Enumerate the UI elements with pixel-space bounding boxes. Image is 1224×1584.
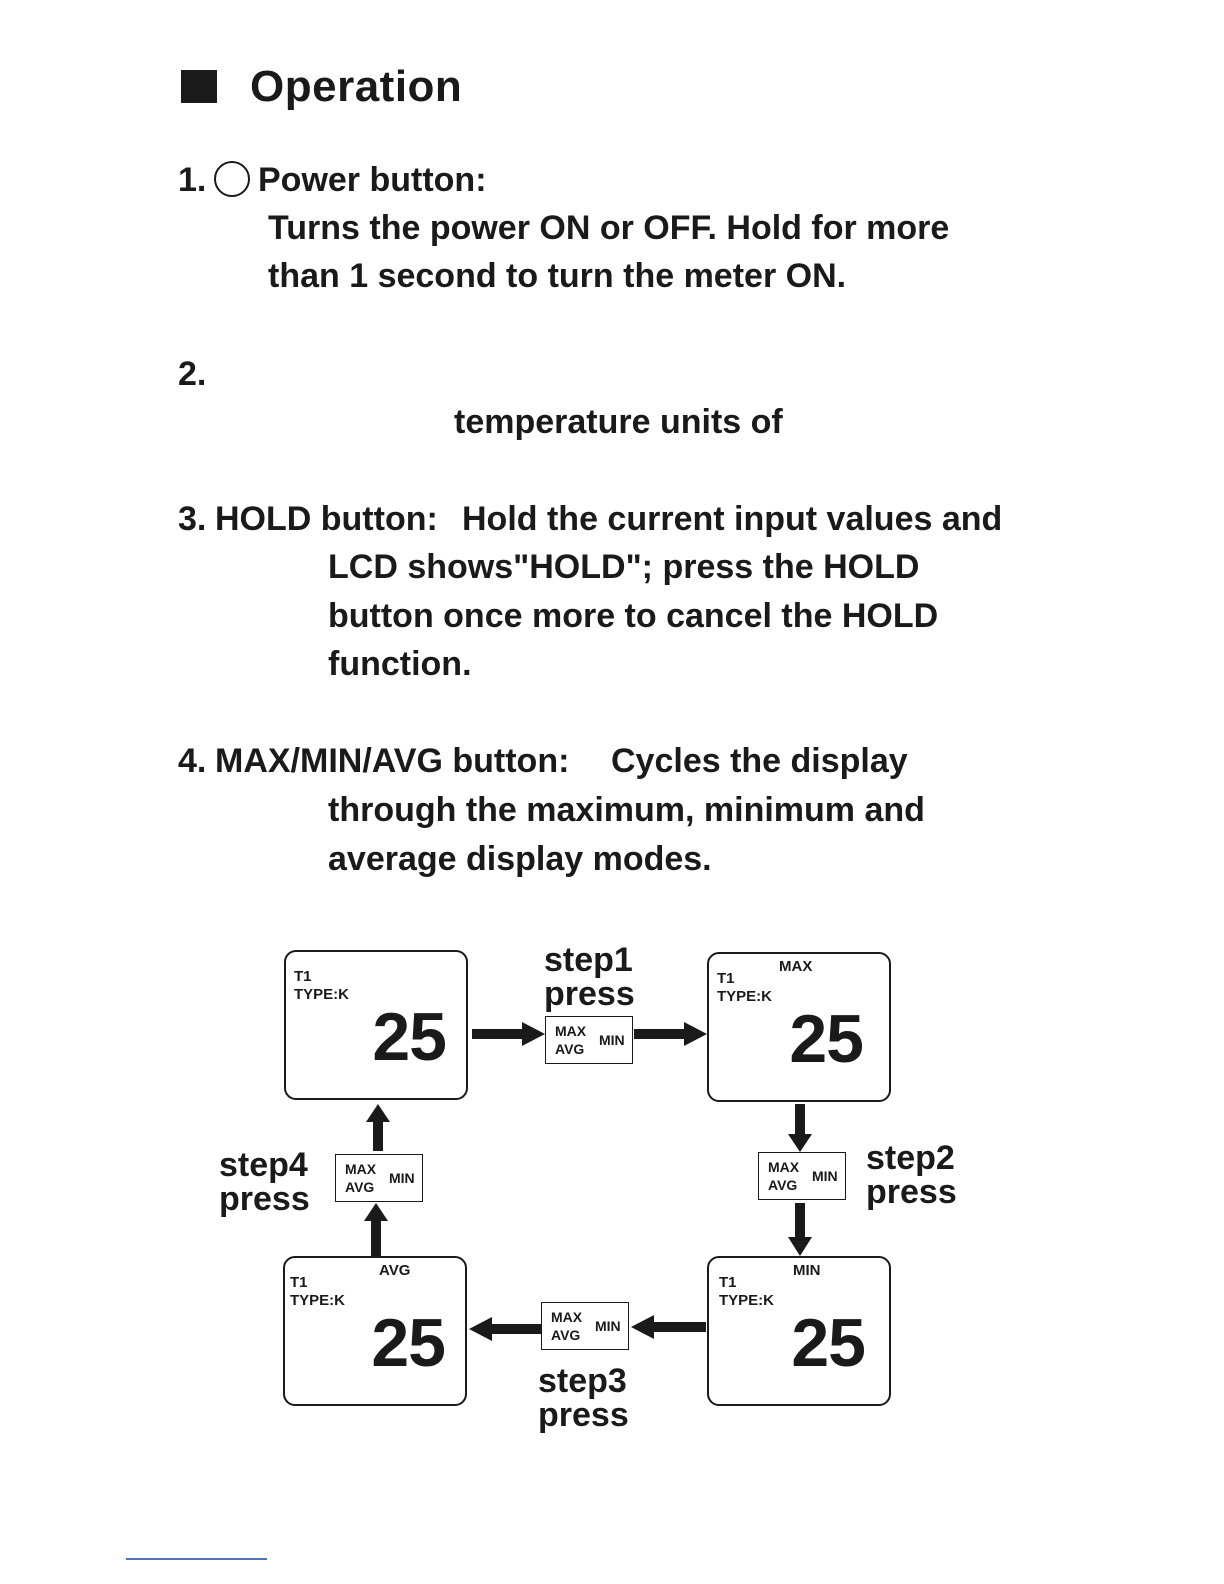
item-2-desc-line2: temperature units of (454, 403, 783, 441)
lcd-type-label: TYPE:K (290, 1292, 346, 1309)
step3-label: step3 press (538, 1364, 629, 1432)
footer-rule (126, 1558, 267, 1560)
button-max-label: MAX (768, 1159, 800, 1175)
button-min-label: MIN (599, 1032, 625, 1048)
maxminavg-button-step1: MAX AVG MIN (545, 1016, 633, 1064)
lcd-mode-label: MAX (779, 958, 813, 975)
button-avg-label: AVG (551, 1327, 581, 1343)
item-2-number: 2. (178, 355, 207, 393)
maxminavg-button-step4: MAX AVG MIN (335, 1154, 423, 1202)
step1-label: step1 press (544, 943, 635, 1011)
step3-name: step3 (538, 1362, 627, 1400)
lcd-mode-label: MIN (793, 1262, 821, 1279)
lcd-display-min: MIN T1 TYPE:K 25 (707, 1256, 891, 1406)
item-3-desc-line2: LCD shows"HOLD"; press the HOLD (328, 548, 920, 586)
heading-bullet-icon (181, 70, 217, 103)
arrow-up-icon (366, 1104, 390, 1151)
step2-press: press (866, 1173, 957, 1211)
item-4-desc-line3: average display modes. (328, 840, 712, 878)
item-4-desc-line2: through the maximum, minimum and (328, 791, 925, 829)
arrow-left-icon (631, 1315, 706, 1339)
item-4-label: MAX/MIN/AVG button: (215, 742, 570, 780)
maxminavg-button-step3: MAX AVG MIN (541, 1302, 629, 1350)
lcd-value: 25 (789, 1001, 864, 1077)
lcd-mode-label: AVG (379, 1262, 411, 1279)
maxminavg-button-step2: MAX AVG MIN (758, 1152, 846, 1200)
lcd-display-normal: T1 TYPE:K 25 (284, 950, 468, 1100)
arrow-up-icon (364, 1203, 388, 1256)
item-3-desc-line1: Hold the current input values and (462, 500, 1003, 538)
item-3-desc-line3: button once more to cancel the HOLD (328, 597, 939, 635)
arrow-left-icon (469, 1317, 542, 1341)
lcd-type-label: TYPE:K (294, 986, 350, 1003)
arrow-right-icon (634, 1022, 707, 1046)
lcd-channel-label: T1 (719, 1274, 737, 1291)
button-max-label: MAX (345, 1161, 377, 1177)
step2-label: step2 press (866, 1141, 957, 1209)
lcd-channel-label: T1 (290, 1274, 308, 1291)
power-circle-icon (214, 161, 250, 197)
button-avg-label: AVG (555, 1041, 585, 1057)
step1-press: press (544, 975, 635, 1013)
item-1-desc-line2: than 1 second to turn the meter ON. (268, 257, 847, 295)
item-1-desc-line1: Turns the power ON or OFF. Hold for more (268, 209, 950, 247)
arrow-right-icon (472, 1022, 545, 1046)
arrow-down-icon (788, 1104, 812, 1152)
item-1-number: 1. (178, 161, 207, 199)
lcd-type-label: TYPE:K (717, 988, 773, 1005)
step4-press: press (219, 1180, 310, 1218)
lcd-display-avg: AVG T1 TYPE:K 25 (283, 1256, 467, 1406)
lcd-value: 25 (791, 1305, 866, 1381)
lcd-channel-label: T1 (717, 970, 735, 987)
arrow-down-icon (788, 1203, 812, 1256)
item-3-desc-line4: function. (328, 645, 472, 683)
item-3-label: HOLD button: (215, 500, 438, 538)
button-avg-label: AVG (768, 1177, 798, 1193)
lcd-value: 25 (372, 999, 447, 1075)
button-min-label: MIN (812, 1168, 838, 1184)
item-4-number: 4. (178, 742, 207, 780)
button-min-label: MIN (595, 1318, 621, 1334)
button-max-label: MAX (551, 1309, 583, 1325)
item-1-label: Power button: (258, 161, 487, 199)
page-title: Operation (250, 62, 463, 111)
button-avg-label: AVG (345, 1179, 375, 1195)
step4-label: step4 press (219, 1148, 310, 1216)
item-3-number: 3. (178, 500, 207, 538)
lcd-display-max: MAX T1 TYPE:K 25 (707, 952, 891, 1102)
lcd-type-label: TYPE:K (719, 1292, 775, 1309)
lcd-channel-label: T1 (294, 968, 312, 985)
step1-name: step1 (544, 941, 633, 979)
button-max-label: MAX (555, 1023, 587, 1039)
lcd-value: 25 (371, 1305, 446, 1381)
step4-name: step4 (219, 1146, 308, 1184)
button-min-label: MIN (389, 1170, 415, 1186)
item-4-desc-line1: Cycles the display (611, 742, 908, 780)
step2-name: step2 (866, 1139, 955, 1177)
step3-press: press (538, 1396, 629, 1434)
